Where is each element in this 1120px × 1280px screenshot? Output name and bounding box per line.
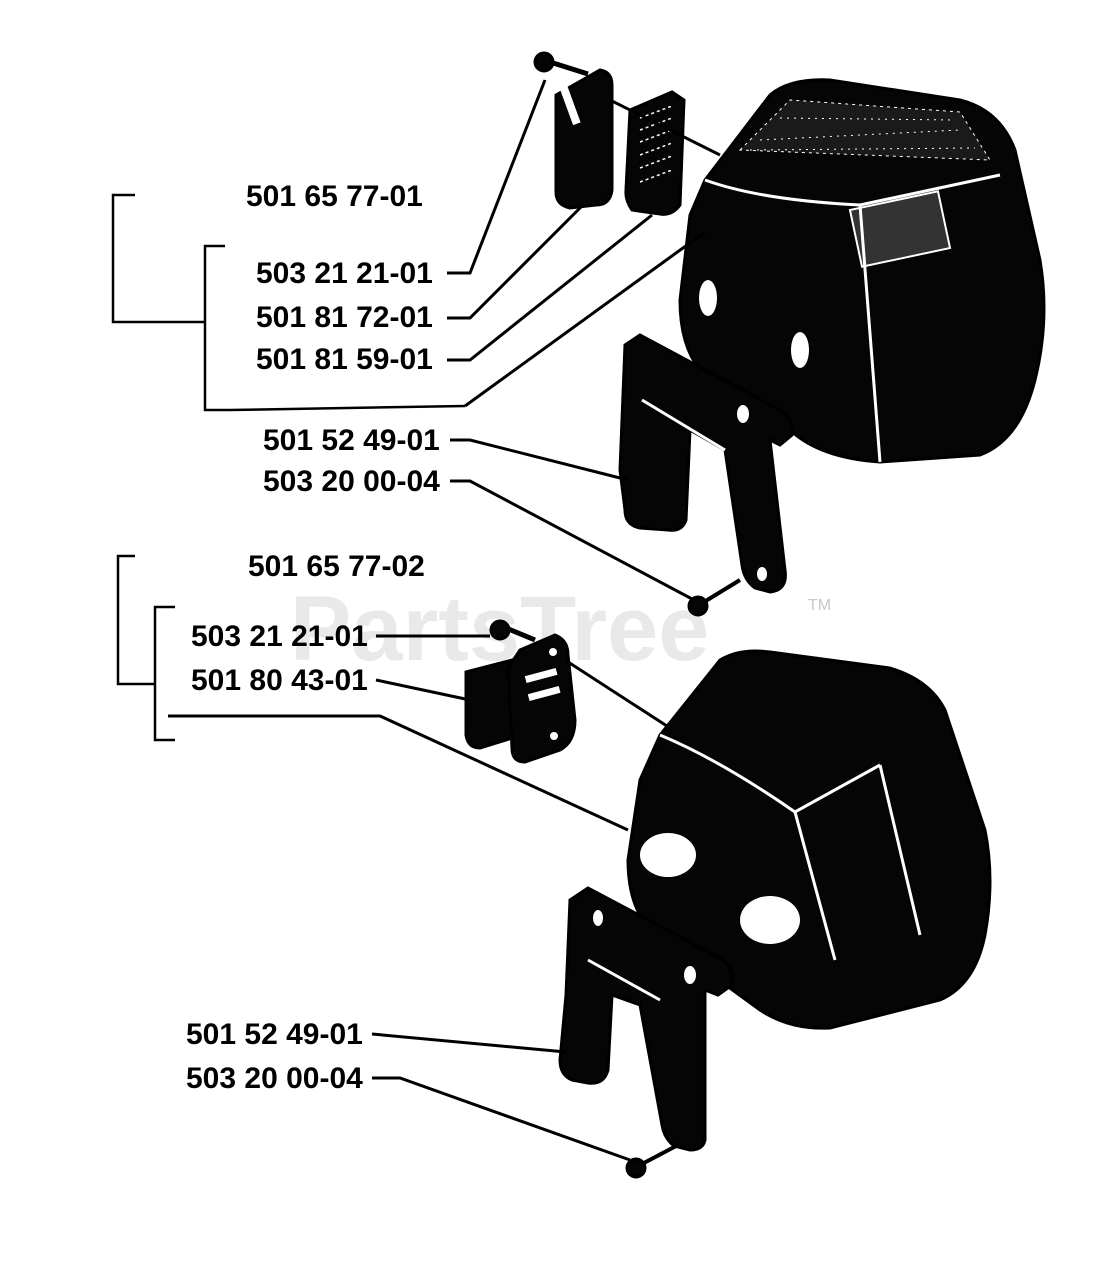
lower-part-screw-label: 503 21 21-01 xyxy=(191,620,368,653)
upper-muffler-label-plate xyxy=(848,190,952,268)
lower-bracket-label: 501 52 49-01 xyxy=(186,1018,363,1051)
upper-muffler-grille xyxy=(738,99,991,161)
upper-kit-number: 501 65 77-01 xyxy=(246,180,423,213)
lower-muffler-illustration xyxy=(626,649,992,1030)
upper-assembly: 501 65 77-01 503 21 21-01 501 81 72-01 5… xyxy=(111,51,1046,617)
upper-screw-illustration xyxy=(533,51,589,77)
lower-assembly: 501 65 77-02 503 21 21-01 501 80 43-01 5… xyxy=(116,550,992,1179)
watermark-trademark: TM xyxy=(808,597,831,614)
lower-gasket-leader xyxy=(168,714,629,832)
lower-kit-number: 501 65 77-02 xyxy=(248,550,425,583)
upper-kit-inner-bracket xyxy=(203,244,230,412)
lower-leader-lines xyxy=(371,634,671,1162)
upper-bracket-illustration xyxy=(618,333,794,594)
upper-part-cover-label: 501 81 72-01 xyxy=(256,301,433,334)
upper-cover-plate-illustration xyxy=(554,68,614,210)
upper-part-screw-label: 503 21 21-01 xyxy=(256,257,433,290)
lower-screw-illustration xyxy=(489,619,536,643)
upper-bracket-screw-label: 503 20 00-04 xyxy=(263,465,440,498)
upper-muffler-illustration xyxy=(678,78,1046,464)
upper-kit-outer-bracket xyxy=(111,193,205,324)
upper-bracket-screw-illustration xyxy=(687,578,742,617)
lower-bracket-illustration xyxy=(558,886,734,1152)
lower-bracket-screw-label: 503 20 00-04 xyxy=(186,1062,363,1095)
upper-bracket-label: 501 52 49-01 xyxy=(263,424,440,457)
upper-leader-lines xyxy=(447,79,721,602)
lower-part-cover-label: 501 80 43-01 xyxy=(191,664,368,697)
lower-cover-plate-illustration xyxy=(464,633,577,764)
lower-kit-inner-bracket xyxy=(153,605,175,742)
upper-gasket-illustration xyxy=(624,90,686,216)
upper-part-gasket-label: 501 81 59-01 xyxy=(256,343,433,376)
lower-kit-outer-bracket xyxy=(116,554,155,686)
lower-bracket-screw-illustration xyxy=(625,1143,679,1179)
upper-gasket-underline xyxy=(229,404,466,412)
